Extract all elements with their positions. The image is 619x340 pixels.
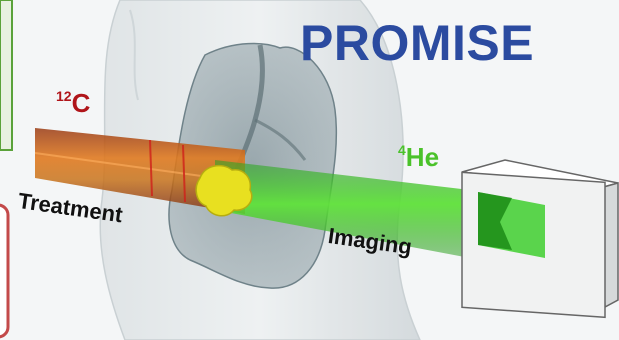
carbon-beam-label: 12C (56, 88, 90, 119)
carbon-symbol: C (72, 88, 91, 118)
carbon-mass-number: 12 (56, 88, 72, 104)
helium-beam-label: 4He (398, 142, 439, 173)
helium-mass-number: 4 (398, 142, 406, 158)
page-title: PROMISE (300, 14, 534, 72)
left-panel-red (0, 205, 8, 337)
detector-box-icon (462, 160, 618, 317)
left-panel-green (0, 0, 12, 150)
helium-symbol: He (406, 142, 439, 172)
